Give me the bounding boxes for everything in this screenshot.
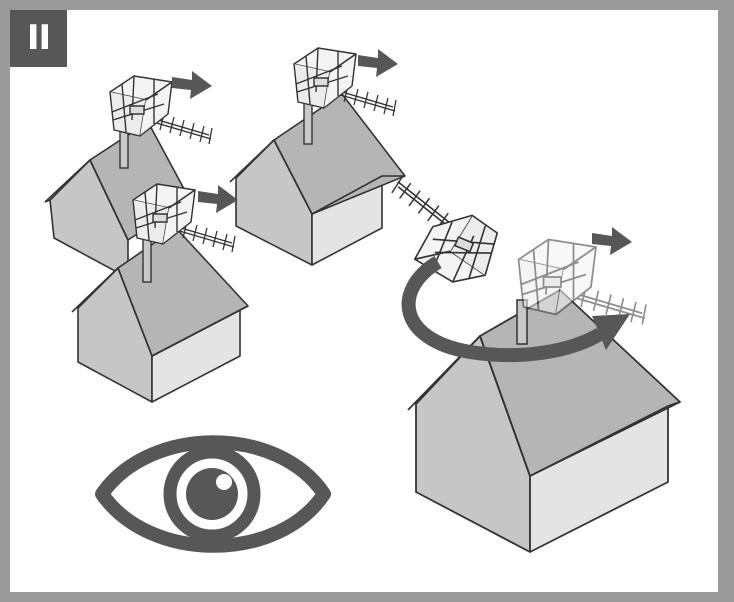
- house-icon: [408, 290, 680, 552]
- direction-arrow-icon: [172, 71, 212, 99]
- direction-arrow-icon: [592, 227, 632, 255]
- direction-arrow-icon: [198, 185, 238, 213]
- house-icon: [230, 94, 405, 265]
- eye-icon: [102, 442, 324, 546]
- direction-arrow-icon: [358, 49, 398, 77]
